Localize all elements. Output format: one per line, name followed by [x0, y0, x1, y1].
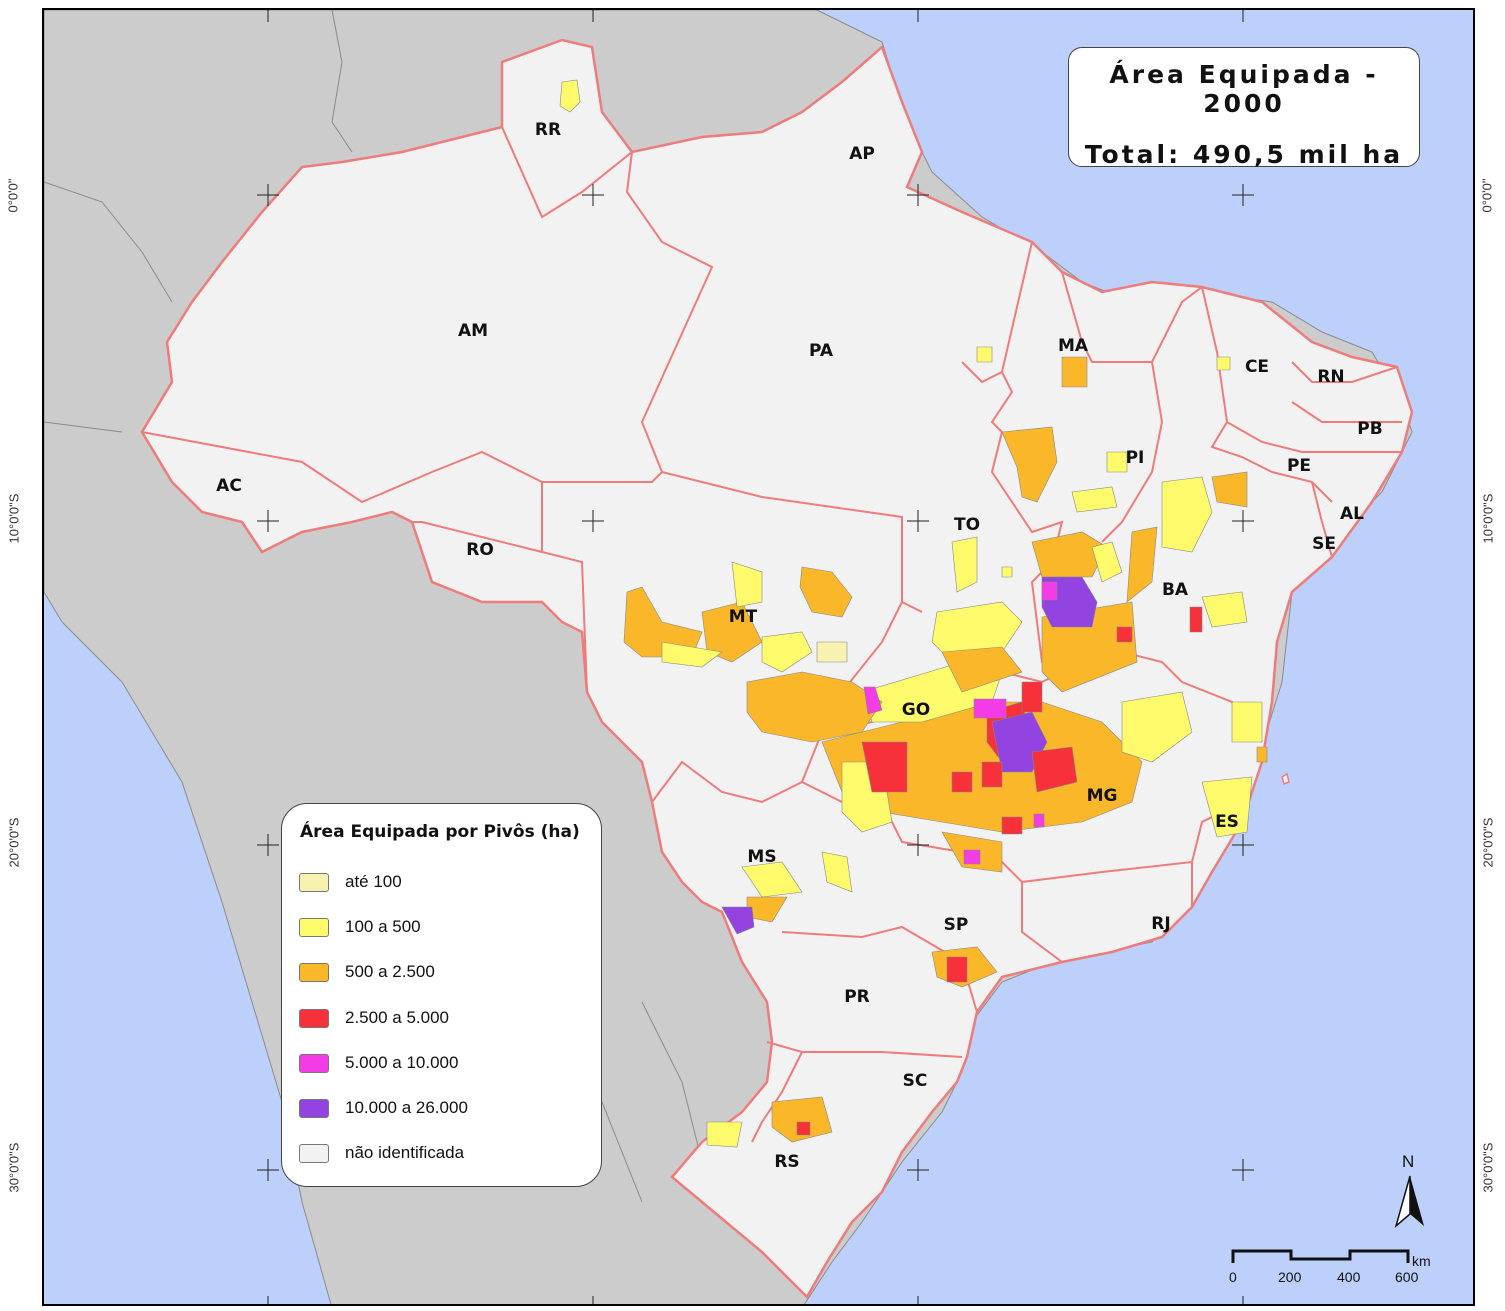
- state-label-al: AL: [1340, 504, 1364, 524]
- legend-swatch: [299, 872, 329, 892]
- graticule: [257, 10, 1254, 1304]
- north-arrow: N: [1390, 1152, 1430, 1232]
- lat-label-left-30: 30°0'0"S: [6, 1142, 22, 1193]
- legend-swatch: [299, 962, 329, 982]
- state-label-to: TO: [953, 515, 981, 535]
- state-label-go: GO: [901, 700, 931, 720]
- legend-item: 2.500 a 5.000: [299, 1007, 449, 1029]
- state-label-ac: AC: [216, 476, 242, 496]
- map-title: Área Equipada - 2000: [1109, 60, 1379, 118]
- state-label-rn: RN: [1317, 367, 1345, 387]
- scale-bar-graphic: [1231, 1249, 1410, 1263]
- lat-label-left-0: 0°0'0": [5, 178, 21, 213]
- legend-title: Área Equipada por Pivôs (ha): [300, 822, 580, 842]
- legend-label: 5.000 a 10.000: [345, 1053, 459, 1072]
- map-legend: Área Equipada por Pivôs (ha) até 100 100…: [281, 803, 602, 1187]
- state-label-pi: PI: [1125, 448, 1145, 468]
- legend-item: até 100: [299, 871, 402, 893]
- north-label: N: [1402, 1152, 1415, 1171]
- north-arrow-icon: [1394, 1175, 1424, 1229]
- lat-label-right-20: 20°0'0"S: [1480, 817, 1496, 868]
- state-label-rj: RJ: [1151, 914, 1171, 934]
- legend-item: 5.000 a 10.000: [299, 1052, 458, 1074]
- legend-swatch: [299, 1098, 329, 1118]
- legend-swatch: [299, 1008, 329, 1028]
- state-label-se: SE: [1312, 534, 1336, 554]
- state-label-am: AM: [457, 321, 489, 341]
- state-label-pa: PA: [808, 341, 834, 361]
- state-label-rs: RS: [774, 1152, 800, 1172]
- state-label-ms: MS: [747, 847, 777, 867]
- legend-item: não identificada: [299, 1142, 464, 1164]
- lat-label-left-10: 10°0'0"S: [6, 493, 22, 544]
- scale-tick: 200: [1278, 1269, 1302, 1285]
- legend-label: 100 a 500: [345, 917, 421, 936]
- state-label-ro: RO: [466, 540, 494, 560]
- irrigation-areas[interactable]: [559, 79, 1268, 1148]
- state-label-rr: RR: [534, 120, 562, 140]
- state-label-ba: BA: [1161, 580, 1189, 600]
- lat-label-right-10: 10°0'0"S: [1480, 493, 1496, 544]
- state-label-ma: MA: [1057, 336, 1089, 356]
- legend-item: 100 a 500: [299, 916, 421, 938]
- legend-item: 10.000 a 26.000: [299, 1097, 468, 1119]
- map-frame: [42, 8, 1475, 1306]
- legend-label: 10.000 a 26.000: [345, 1098, 468, 1117]
- legend-swatch: [299, 917, 329, 937]
- state-label-pb: PB: [1357, 419, 1383, 439]
- lat-label-left-20: 20°0'0"S: [6, 817, 22, 868]
- legend-label: não identificada: [345, 1143, 465, 1162]
- legend-label: 2.500 a 5.000: [345, 1008, 449, 1027]
- state-label-pe: PE: [1286, 456, 1312, 476]
- scale-bar: km 0 200 400 600: [1222, 1245, 1452, 1295]
- state-label-mg: MG: [1086, 786, 1118, 806]
- lat-label-right-30: 30°0'0"S: [1480, 1142, 1496, 1193]
- map-total: Total: 490,5 mil ha: [1084, 140, 1404, 169]
- state-label-pr: PR: [844, 987, 870, 1007]
- state-label-es: ES: [1215, 812, 1239, 832]
- state-label-sc: SC: [902, 1071, 928, 1091]
- legend-label: 500 a 2.500: [345, 962, 435, 981]
- state-label-ap: AP: [849, 144, 875, 164]
- map-canvas[interactable]: [44, 10, 1475, 1306]
- lat-label-right-0: 0°0'0": [1479, 178, 1495, 213]
- state-label-ce: CE: [1244, 357, 1270, 377]
- scale-tick: 600: [1395, 1269, 1419, 1285]
- legend-label: até 100: [345, 872, 402, 891]
- legend-item: 500 a 2.500: [299, 961, 435, 983]
- coast-island: [1281, 772, 1290, 786]
- map-title-box: Área Equipada - 2000 Total: 490,5 mil ha: [1068, 47, 1420, 169]
- scale-tick: 400: [1337, 1269, 1361, 1285]
- state-label-sp: SP: [943, 915, 969, 935]
- state-label-mt: MT: [728, 607, 758, 627]
- legend-swatch: [299, 1143, 329, 1163]
- scale-unit: km: [1412, 1253, 1431, 1269]
- legend-swatch: [299, 1053, 329, 1073]
- scale-tick: 0: [1229, 1269, 1237, 1285]
